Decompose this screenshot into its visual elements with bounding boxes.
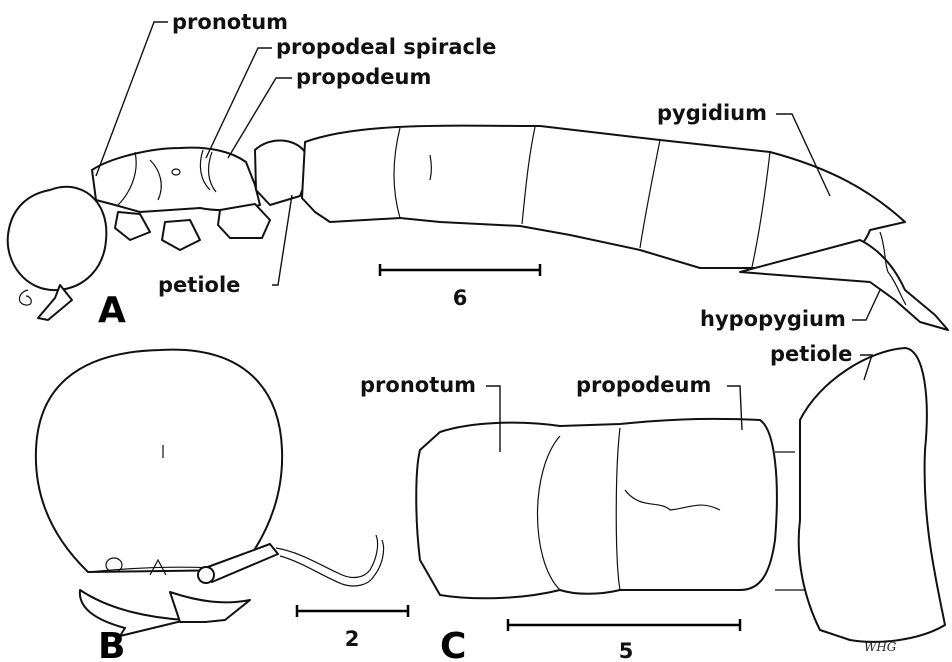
head-lateral xyxy=(8,187,107,290)
panel-a-drawing xyxy=(8,126,948,330)
label-pronotum-a: pronotum xyxy=(172,10,288,34)
panel-b-drawing xyxy=(36,350,384,636)
label-propodeum-a: propodeum xyxy=(296,65,431,89)
label-propodeum-c: propodeum xyxy=(576,373,711,397)
mesosoma-lateral xyxy=(92,148,260,212)
gaster-lateral xyxy=(302,126,905,268)
petiole-dorsal xyxy=(799,348,945,642)
mandible-right xyxy=(170,592,250,622)
mesosoma-dorsal xyxy=(416,419,777,598)
label-hypopygium: hypopygium xyxy=(700,307,846,331)
head-frontal xyxy=(36,350,282,572)
artist-signature: WHG xyxy=(864,640,897,654)
scale-label-c: 5 xyxy=(619,639,634,662)
scale-label-a: 6 xyxy=(453,286,468,310)
label-pygidium: pygidium xyxy=(657,101,767,125)
scale-label-b: 2 xyxy=(345,627,360,651)
label-petiole-a: petiole xyxy=(158,273,240,297)
panel-label-c: C xyxy=(440,626,466,662)
label-pronotum-c: pronotum xyxy=(360,373,476,397)
label-petiole-c: petiole xyxy=(770,342,852,366)
mandible-left xyxy=(80,590,186,636)
label-propodeal-spiracle: propodeal spiracle xyxy=(276,35,496,59)
antenna-curl xyxy=(19,290,31,305)
panel-label-b: B xyxy=(98,626,125,662)
panel-label-a: A xyxy=(98,290,126,331)
